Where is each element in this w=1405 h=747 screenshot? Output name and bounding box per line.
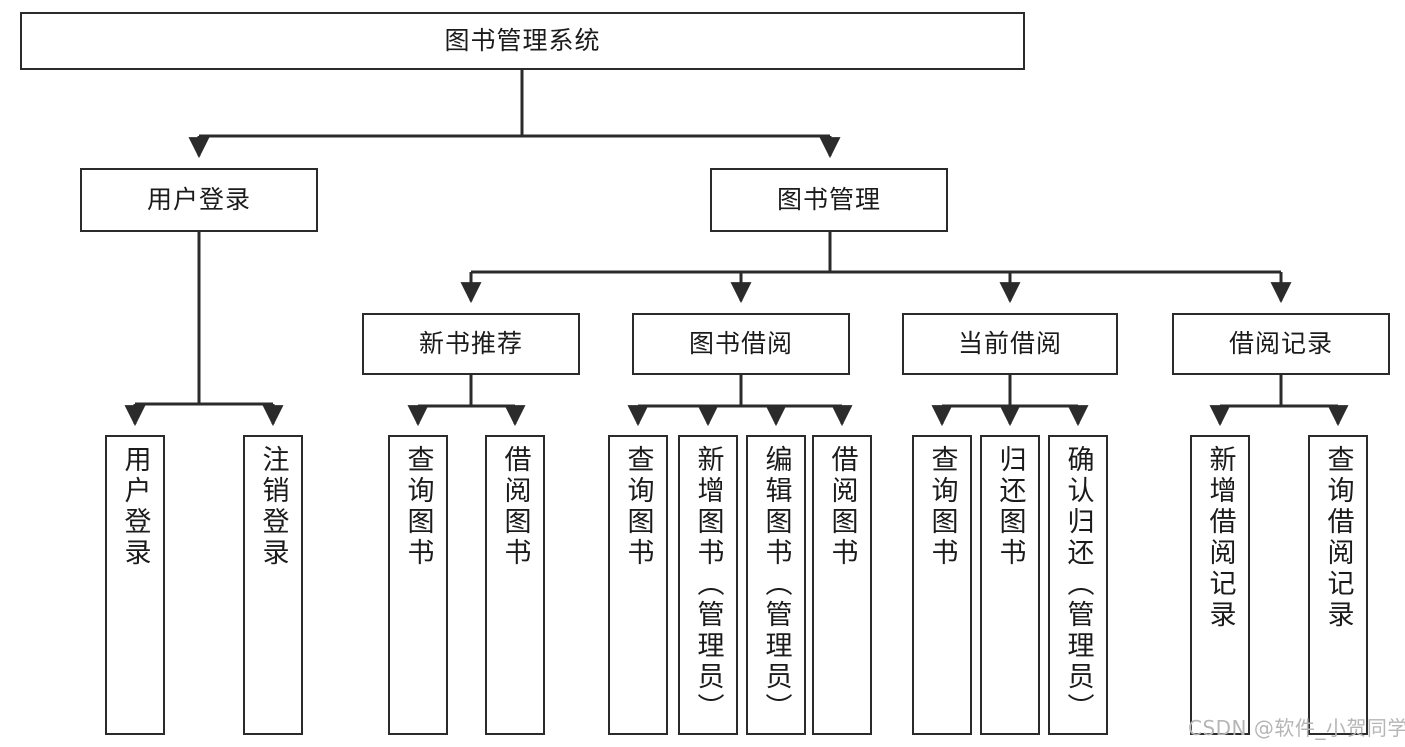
node-leaf-add-record[interactable]: 新增借阅记录: [1190, 435, 1250, 735]
node-book-manage[interactable]: 图书管理: [710, 168, 948, 232]
node-leaf-borrow-book-2-label: 借阅图书: [826, 445, 858, 569]
node-leaf-borrow-book-2[interactable]: 借阅图书: [812, 435, 872, 735]
node-borrow-record[interactable]: 借阅记录: [1172, 313, 1390, 375]
node-leaf-borrow-book-1-label: 借阅图书: [499, 445, 531, 569]
node-user-login-label: 用户登录: [146, 185, 251, 215]
node-user-login[interactable]: 用户登录: [80, 168, 318, 232]
node-leaf-query-book-3[interactable]: 查询图书: [912, 435, 972, 735]
node-leaf-add-book[interactable]: 新增图书（管理员）: [678, 435, 738, 735]
node-current-borrow[interactable]: 当前借阅: [902, 313, 1118, 375]
node-current-borrow-label: 当前借阅: [957, 329, 1062, 359]
node-leaf-query-book-2-label: 查询图书: [622, 445, 654, 569]
node-root[interactable]: 图书管理系统: [20, 12, 1025, 70]
node-root-label: 图书管理系统: [444, 26, 601, 56]
node-leaf-user-login-label: 用户登录: [119, 445, 151, 569]
node-book-manage-label: 图书管理: [776, 185, 881, 215]
node-book-borrow-label: 图书借阅: [688, 329, 793, 359]
node-leaf-query-book-3-label: 查询图书: [926, 445, 958, 569]
node-leaf-return-book-label: 归还图书: [994, 445, 1026, 569]
node-leaf-confirm-return[interactable]: 确认归还（管理员）: [1048, 435, 1108, 735]
node-new-book-rec[interactable]: 新书推荐: [362, 313, 580, 375]
node-leaf-user-login[interactable]: 用户登录: [105, 435, 165, 735]
node-leaf-confirm-return-label: 确认归还（管理员）: [1062, 445, 1094, 724]
node-book-borrow[interactable]: 图书借阅: [632, 313, 850, 375]
node-leaf-query-record[interactable]: 查询借阅记录: [1308, 435, 1368, 735]
node-leaf-edit-book-label: 编辑图书（管理员）: [760, 445, 792, 724]
node-leaf-user-logout-label: 注销登录: [257, 445, 289, 569]
node-leaf-query-book-1-label: 查询图书: [402, 445, 434, 569]
node-leaf-return-book[interactable]: 归还图书: [980, 435, 1040, 735]
node-leaf-query-record-label: 查询借阅记录: [1322, 445, 1354, 631]
node-leaf-query-book-1[interactable]: 查询图书: [388, 435, 448, 735]
watermark-text: CSDN @软件_小贺同学: [1188, 716, 1405, 740]
node-leaf-add-book-label: 新增图书（管理员）: [692, 445, 724, 724]
node-borrow-record-label: 借阅记录: [1228, 329, 1333, 359]
node-leaf-user-logout[interactable]: 注销登录: [243, 435, 303, 735]
node-leaf-edit-book[interactable]: 编辑图书（管理员）: [746, 435, 806, 735]
node-new-book-rec-label: 新书推荐: [418, 329, 523, 359]
node-leaf-borrow-book-1[interactable]: 借阅图书: [485, 435, 545, 735]
node-leaf-add-record-label: 新增借阅记录: [1204, 445, 1236, 631]
node-leaf-query-book-2[interactable]: 查询图书: [608, 435, 668, 735]
